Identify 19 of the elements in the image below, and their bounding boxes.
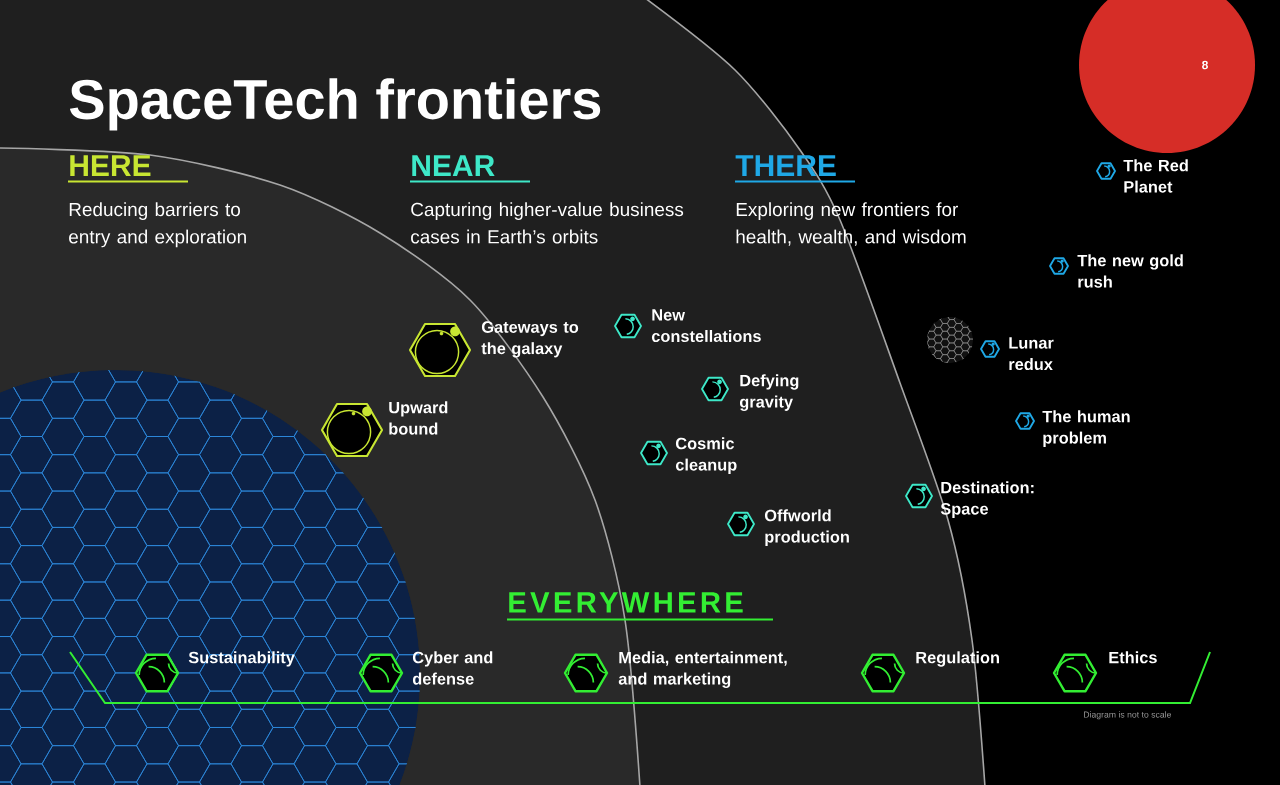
- section-description: Capturing higher-value business cases in Earth’s orbits: [411, 202, 684, 244]
- topic-label: Gateways to the galaxy: [481, 321, 579, 358]
- topic-label: New constellations: [651, 309, 761, 343]
- topic-label: Defying gravity: [739, 374, 799, 411]
- title: SpaceTech frontiers: [69, 78, 601, 131]
- footnote: Diagram is not to scale: [1084, 711, 1172, 720]
- topic-label: Lunar redux: [1009, 337, 1054, 371]
- topic-label: Cosmic cleanup: [675, 437, 737, 474]
- topic-label: The human problem: [1042, 410, 1130, 447]
- section-heading: NEAR: [412, 155, 495, 176]
- topic-label: Upward bound: [389, 401, 448, 435]
- topic-label: Ethics: [1109, 651, 1157, 664]
- topic-label: Offworld production: [764, 509, 849, 546]
- section-description: Reducing barriers to entry and exploration: [69, 202, 246, 248]
- section-heading: HERE: [70, 155, 151, 176]
- topic-label: The new gold rush: [1077, 254, 1183, 288]
- topic-label: Cyber and defense: [412, 651, 493, 685]
- topic-label: Sustainability: [188, 651, 295, 667]
- topic-label: Regulation: [916, 651, 999, 667]
